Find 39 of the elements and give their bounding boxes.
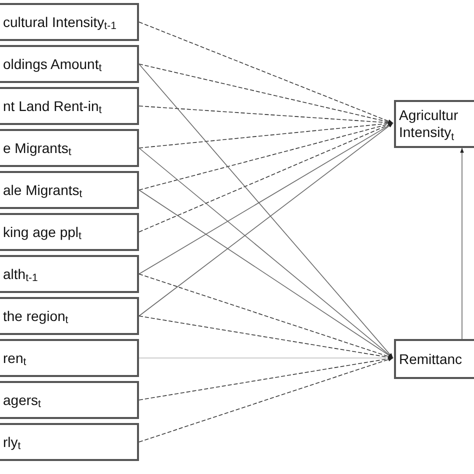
- variable-label: the region$_{t}$: [3, 308, 70, 324]
- arrow: [138, 22, 394, 124]
- arrow: [138, 190, 394, 358]
- arrow: [460, 148, 464, 340]
- variable-box: [0, 213, 139, 251]
- variable-box: [0, 255, 139, 293]
- variable-label: ale Migrants$_{t}$: [3, 182, 84, 198]
- arrow: [138, 274, 394, 358]
- arrow: [138, 358, 394, 442]
- arrow: [138, 122, 394, 316]
- arrow: [138, 64, 394, 358]
- variable-box: [0, 381, 139, 419]
- arrow: [138, 356, 394, 400]
- variable-box: [0, 45, 139, 83]
- variable-box: [394, 339, 474, 379]
- variable-box: [394, 100, 474, 148]
- variable-label: Remittanc: [399, 350, 464, 368]
- variable-box: [0, 297, 139, 335]
- arrow: [138, 122, 394, 232]
- variable-label: nt Land Rent-in$_{t}$: [3, 98, 103, 114]
- variable-box: [0, 423, 139, 461]
- variable-label: rly$_{t}$: [3, 434, 22, 450]
- variable-label: oldings Amount$_{t}$: [3, 56, 103, 72]
- variable-box: [0, 171, 139, 209]
- arrow: [138, 64, 394, 124]
- variable-label: Agricultur Intensity$_{t}$: [399, 107, 460, 141]
- variable-box: [0, 3, 139, 41]
- variable-box: [0, 87, 139, 125]
- arrow: [138, 356, 394, 360]
- variable-label: alth$_{t-1}$: [3, 266, 39, 282]
- variable-box: [0, 129, 139, 167]
- variable-label: e Migrants$_{t}$: [3, 140, 72, 156]
- arrow: [138, 122, 394, 274]
- variable-label: king age ppl$_{t}$: [3, 224, 82, 240]
- variable-label: cultural Intensity$_{t-1}$: [3, 14, 118, 30]
- arrow: [138, 148, 394, 358]
- variable-label: ren$_{t}$: [3, 350, 28, 366]
- variable-label: agers$_{t}$: [3, 392, 42, 408]
- variable-box: [0, 339, 139, 377]
